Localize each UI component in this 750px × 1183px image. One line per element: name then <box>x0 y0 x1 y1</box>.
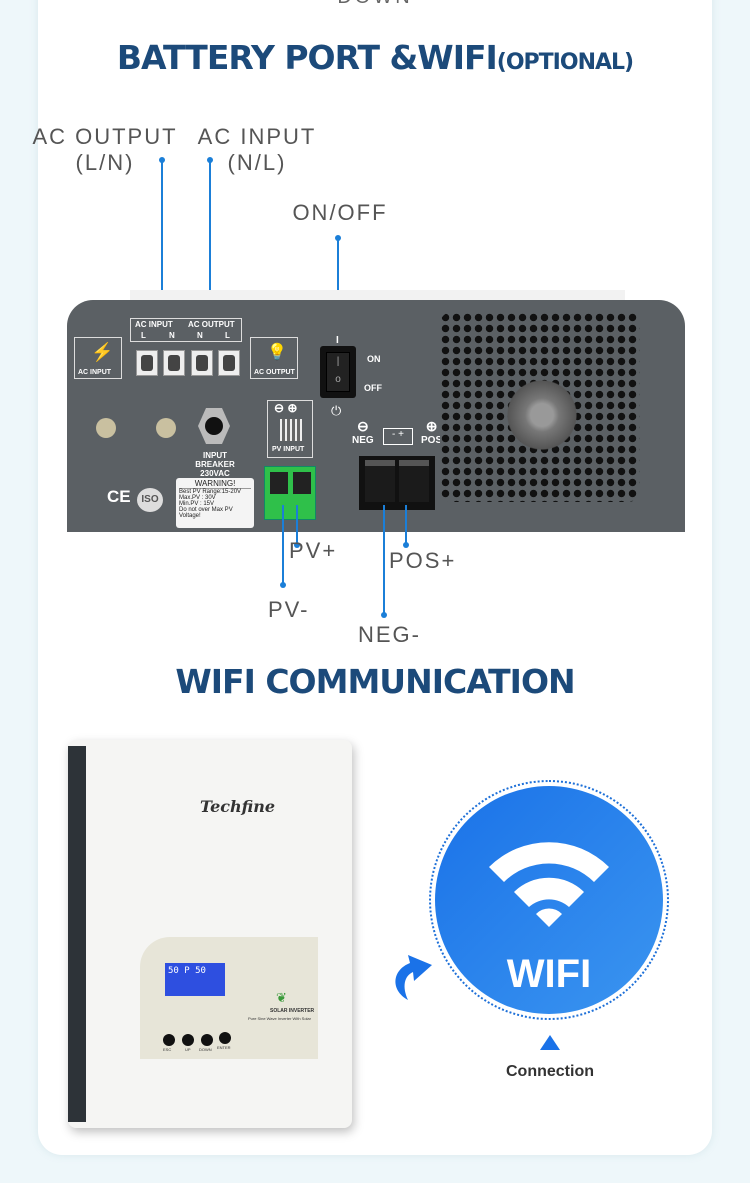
ground-screw <box>156 418 176 438</box>
neg-text: NEG <box>352 435 374 446</box>
callout-pos-plus: POS+ <box>389 548 457 573</box>
fan-grille <box>440 312 640 502</box>
callout-on-off: ON/OFF <box>292 200 388 225</box>
ac-output-icon-label: AC OUTPUT <box>254 369 295 376</box>
switch-i-mark: I <box>336 335 339 346</box>
callout-dot <box>280 582 286 588</box>
power-icon: ⏻ <box>331 403 342 418</box>
battery-terminal <box>359 456 435 510</box>
cooling-fan <box>502 375 582 455</box>
callout-dot <box>381 612 387 618</box>
ground-screw <box>96 418 116 438</box>
leaf-icon: ❦ <box>276 990 287 1005</box>
curved-arrow-icon <box>395 955 432 1000</box>
product-name: SOLAR INVERTER <box>270 1008 315 1014</box>
up-label: UP <box>185 1047 191 1052</box>
wifi-badge: WIFI <box>435 786 663 1014</box>
pv-terminal <box>264 466 316 520</box>
ac-terminal-labels: AC INPUT AC OUTPUT L N N L <box>130 318 242 342</box>
callout-ac-output: AC OUTPUT(L/N) <box>30 124 180 176</box>
inverter-side-vents <box>68 746 86 1122</box>
enter-button[interactable] <box>219 1032 231 1044</box>
esc-label: ESC <box>163 1047 172 1052</box>
callout-text: AC INPUT <box>197 124 317 149</box>
ac-input-icon-label: AC INPUT <box>78 369 112 376</box>
callout-subtext: (N/L) <box>227 150 287 175</box>
inverter-unit <box>68 740 352 1128</box>
pos-label: ⊕POS <box>421 418 443 446</box>
power-tower-icon: ⚡ <box>91 342 114 362</box>
off-label: OFF <box>364 383 382 393</box>
ac-input-icon-box: ⚡ AC INPUT <box>74 337 122 379</box>
light-bulb-icon: 💡 <box>267 344 287 361</box>
up-triangle-icon <box>540 1035 560 1050</box>
terminal-l: L <box>225 331 230 340</box>
ac-terminal <box>191 350 213 376</box>
warning-line: Best PV Range:15-20V <box>179 489 242 495</box>
ac-terminal <box>218 350 240 376</box>
callout-text: AC OUTPUT <box>32 124 178 149</box>
section-title-wifi: WIFI COMMUNICATION <box>175 662 575 701</box>
brand-logo: Techfine <box>200 797 276 816</box>
warning-line: Do not over Max PV Voltage! <box>179 507 233 519</box>
callout-neg-minus: NEG- <box>358 622 421 647</box>
ac-output-icon-box: 💡 AC OUTPUT <box>250 337 298 379</box>
callout-subtext: (L/N) <box>75 150 135 175</box>
connection-label: Connection <box>506 1063 594 1080</box>
solar-panel-icon <box>280 419 302 441</box>
esc-button[interactable] <box>163 1034 175 1046</box>
up-button[interactable] <box>182 1034 194 1046</box>
callout-line <box>383 505 385 615</box>
ac-input-header: AC INPUT <box>135 320 173 329</box>
warning-title: WARNING! <box>179 479 251 489</box>
power-switch[interactable]: |o <box>320 346 356 398</box>
pv-input-label: PV INPUT <box>272 446 305 453</box>
iso-mark: ISO <box>137 488 163 512</box>
breaker-label: INPUT BREAKER 230VAC <box>195 451 235 478</box>
callout-line <box>161 160 163 332</box>
callout-line <box>296 505 298 545</box>
product-subtitle: Pure Sine Wave Inverter With Solar <box>248 1016 311 1021</box>
neg-label: ⊖NEG <box>352 418 374 446</box>
section-title-battery-port: BATTERY PORT &WIFI(OPTIONAL) <box>0 38 750 77</box>
wifi-icon <box>489 842 609 927</box>
warning-label: WARNING! Best PV Range:15-20V Max.PV : 3… <box>176 478 254 528</box>
callout-line <box>209 160 211 332</box>
terminal-n: N <box>169 331 175 340</box>
terminal-l: L <box>141 331 146 340</box>
ac-terminal <box>163 350 185 376</box>
callout-ac-input: AC INPUT(N/L) <box>195 124 319 176</box>
ac-output-header: AC OUTPUT <box>188 320 235 329</box>
callout-dot <box>294 542 300 548</box>
callout-line <box>282 505 284 585</box>
wifi-label: WIFI <box>506 952 592 996</box>
callout-pv-minus: PV- <box>268 597 310 622</box>
title-main: BATTERY PORT &WIFI <box>116 38 498 77</box>
terminal-n: N <box>197 331 203 340</box>
callout-line <box>405 505 407 545</box>
wifi-dotted-ring <box>429 780 669 1020</box>
callout-pv-plus: PV+ <box>289 538 338 563</box>
callout-line <box>337 238 339 322</box>
ac-terminal <box>136 350 158 376</box>
pv-input-label-box: ⊖ ⊕ PV INPUT <box>267 400 313 458</box>
down-label: DOWN <box>199 1047 212 1052</box>
cut-off-text: DOWN <box>0 0 750 9</box>
enter-label: ENTER <box>217 1045 231 1050</box>
title-suffix: (OPTIONAL) <box>496 50 634 75</box>
warning-line: Max.PV : 30V <box>179 495 216 501</box>
on-label: ON <box>367 354 381 364</box>
ce-mark: CE <box>107 487 131 506</box>
lcd-display: 50 P 50 <box>165 963 225 996</box>
lcd-text: 50 P 50 <box>168 966 206 976</box>
down-button[interactable] <box>201 1034 213 1046</box>
callout-dot <box>403 542 409 548</box>
pos-text: POS <box>421 435 443 446</box>
battery-icon: - + <box>383 428 413 445</box>
warning-line: Min.PV : 15V <box>179 501 215 507</box>
